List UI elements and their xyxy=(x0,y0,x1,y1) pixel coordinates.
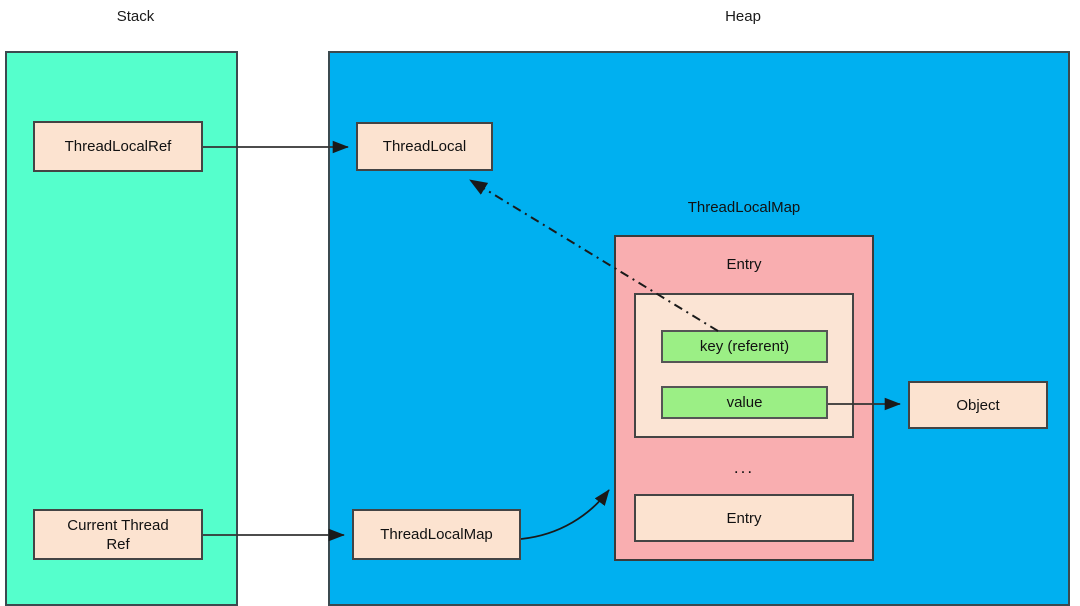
threadlocalmap-node: ThreadLocalMap xyxy=(352,509,521,560)
heap-title: Heap xyxy=(725,8,761,25)
threadlocalref-node: ThreadLocalRef xyxy=(33,121,203,172)
entry-bottom-box: Entry xyxy=(634,494,854,542)
threadlocalmap-label: ThreadLocalMap xyxy=(687,199,801,216)
entry-top-label: Entry xyxy=(726,256,762,273)
current-thread-ref-node: Current Thread Ref xyxy=(33,509,203,560)
entry-key-slot: key (referent) xyxy=(661,330,828,363)
threadlocal-node: ThreadLocal xyxy=(356,122,493,171)
entries-ellipsis: ... xyxy=(733,458,755,477)
entry-value-slot: value xyxy=(661,386,828,419)
stack-title: Stack xyxy=(116,8,155,25)
object-node: Object xyxy=(908,381,1048,429)
